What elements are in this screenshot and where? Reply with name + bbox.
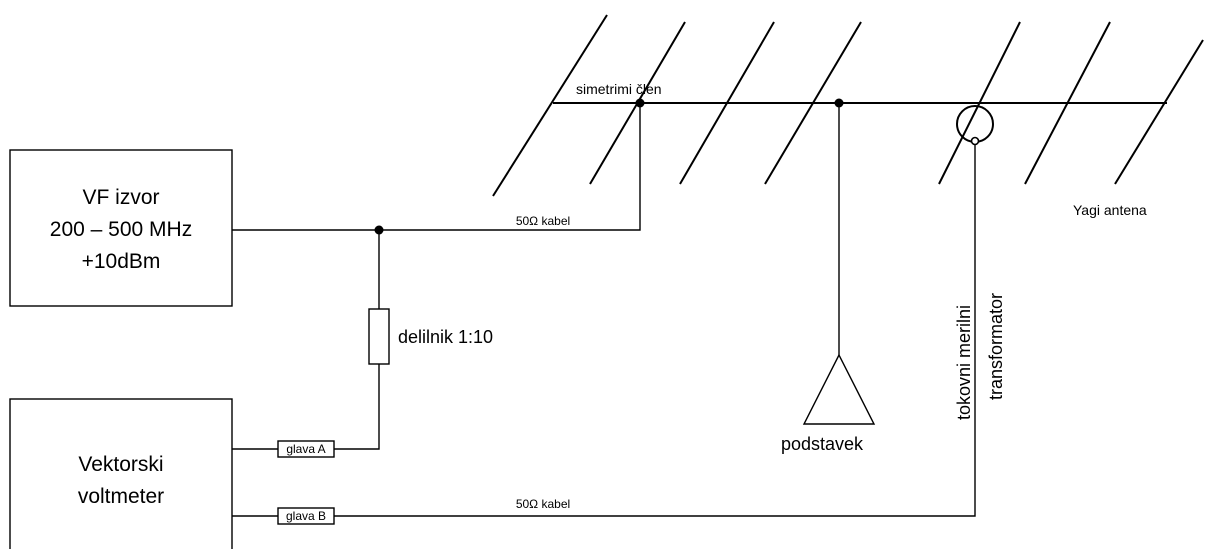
- antenna-element-7: [1114, 39, 1204, 185]
- antenna-element-1: [492, 14, 608, 197]
- divider-resistor: [368, 308, 390, 365]
- stand-label: podstavek: [781, 434, 864, 454]
- balun-label: simetrimi člen: [576, 81, 662, 97]
- source-label-line1: VF izvor: [82, 186, 159, 209]
- divider-lead-bottom: [334, 364, 380, 450]
- top-cable: [232, 103, 641, 231]
- voltmeter-label-line2: voltmeter: [78, 485, 164, 508]
- stand-triangle: [802, 353, 876, 425]
- bottom-cable: [334, 145, 976, 517]
- vector-voltmeter-box: [9, 398, 233, 549]
- current-transformer-tap: [970, 136, 980, 146]
- bottom-cable-label: 50Ω kabel: [516, 497, 570, 511]
- source-label-line3: +10dBm: [82, 250, 161, 273]
- source-label-line2: 200 – 500 MHz: [50, 218, 192, 241]
- ct-label-line2: transformator: [986, 293, 1006, 400]
- antenna-label: Yagi antena: [1073, 202, 1147, 218]
- head-a-box: [277, 440, 335, 458]
- head-a-label: glava A: [286, 442, 325, 456]
- head-b-label: glava B: [286, 509, 326, 523]
- signal-source-box: [9, 149, 233, 307]
- voltmeter-label-line1: Vektorski: [78, 453, 163, 476]
- divider-label: delilnik 1:10: [398, 327, 493, 347]
- ct-label-line1: tokovni merilni: [954, 305, 974, 420]
- yagi-elements: [492, 14, 1204, 197]
- top-cable-label: 50Ω kabel: [516, 214, 570, 228]
